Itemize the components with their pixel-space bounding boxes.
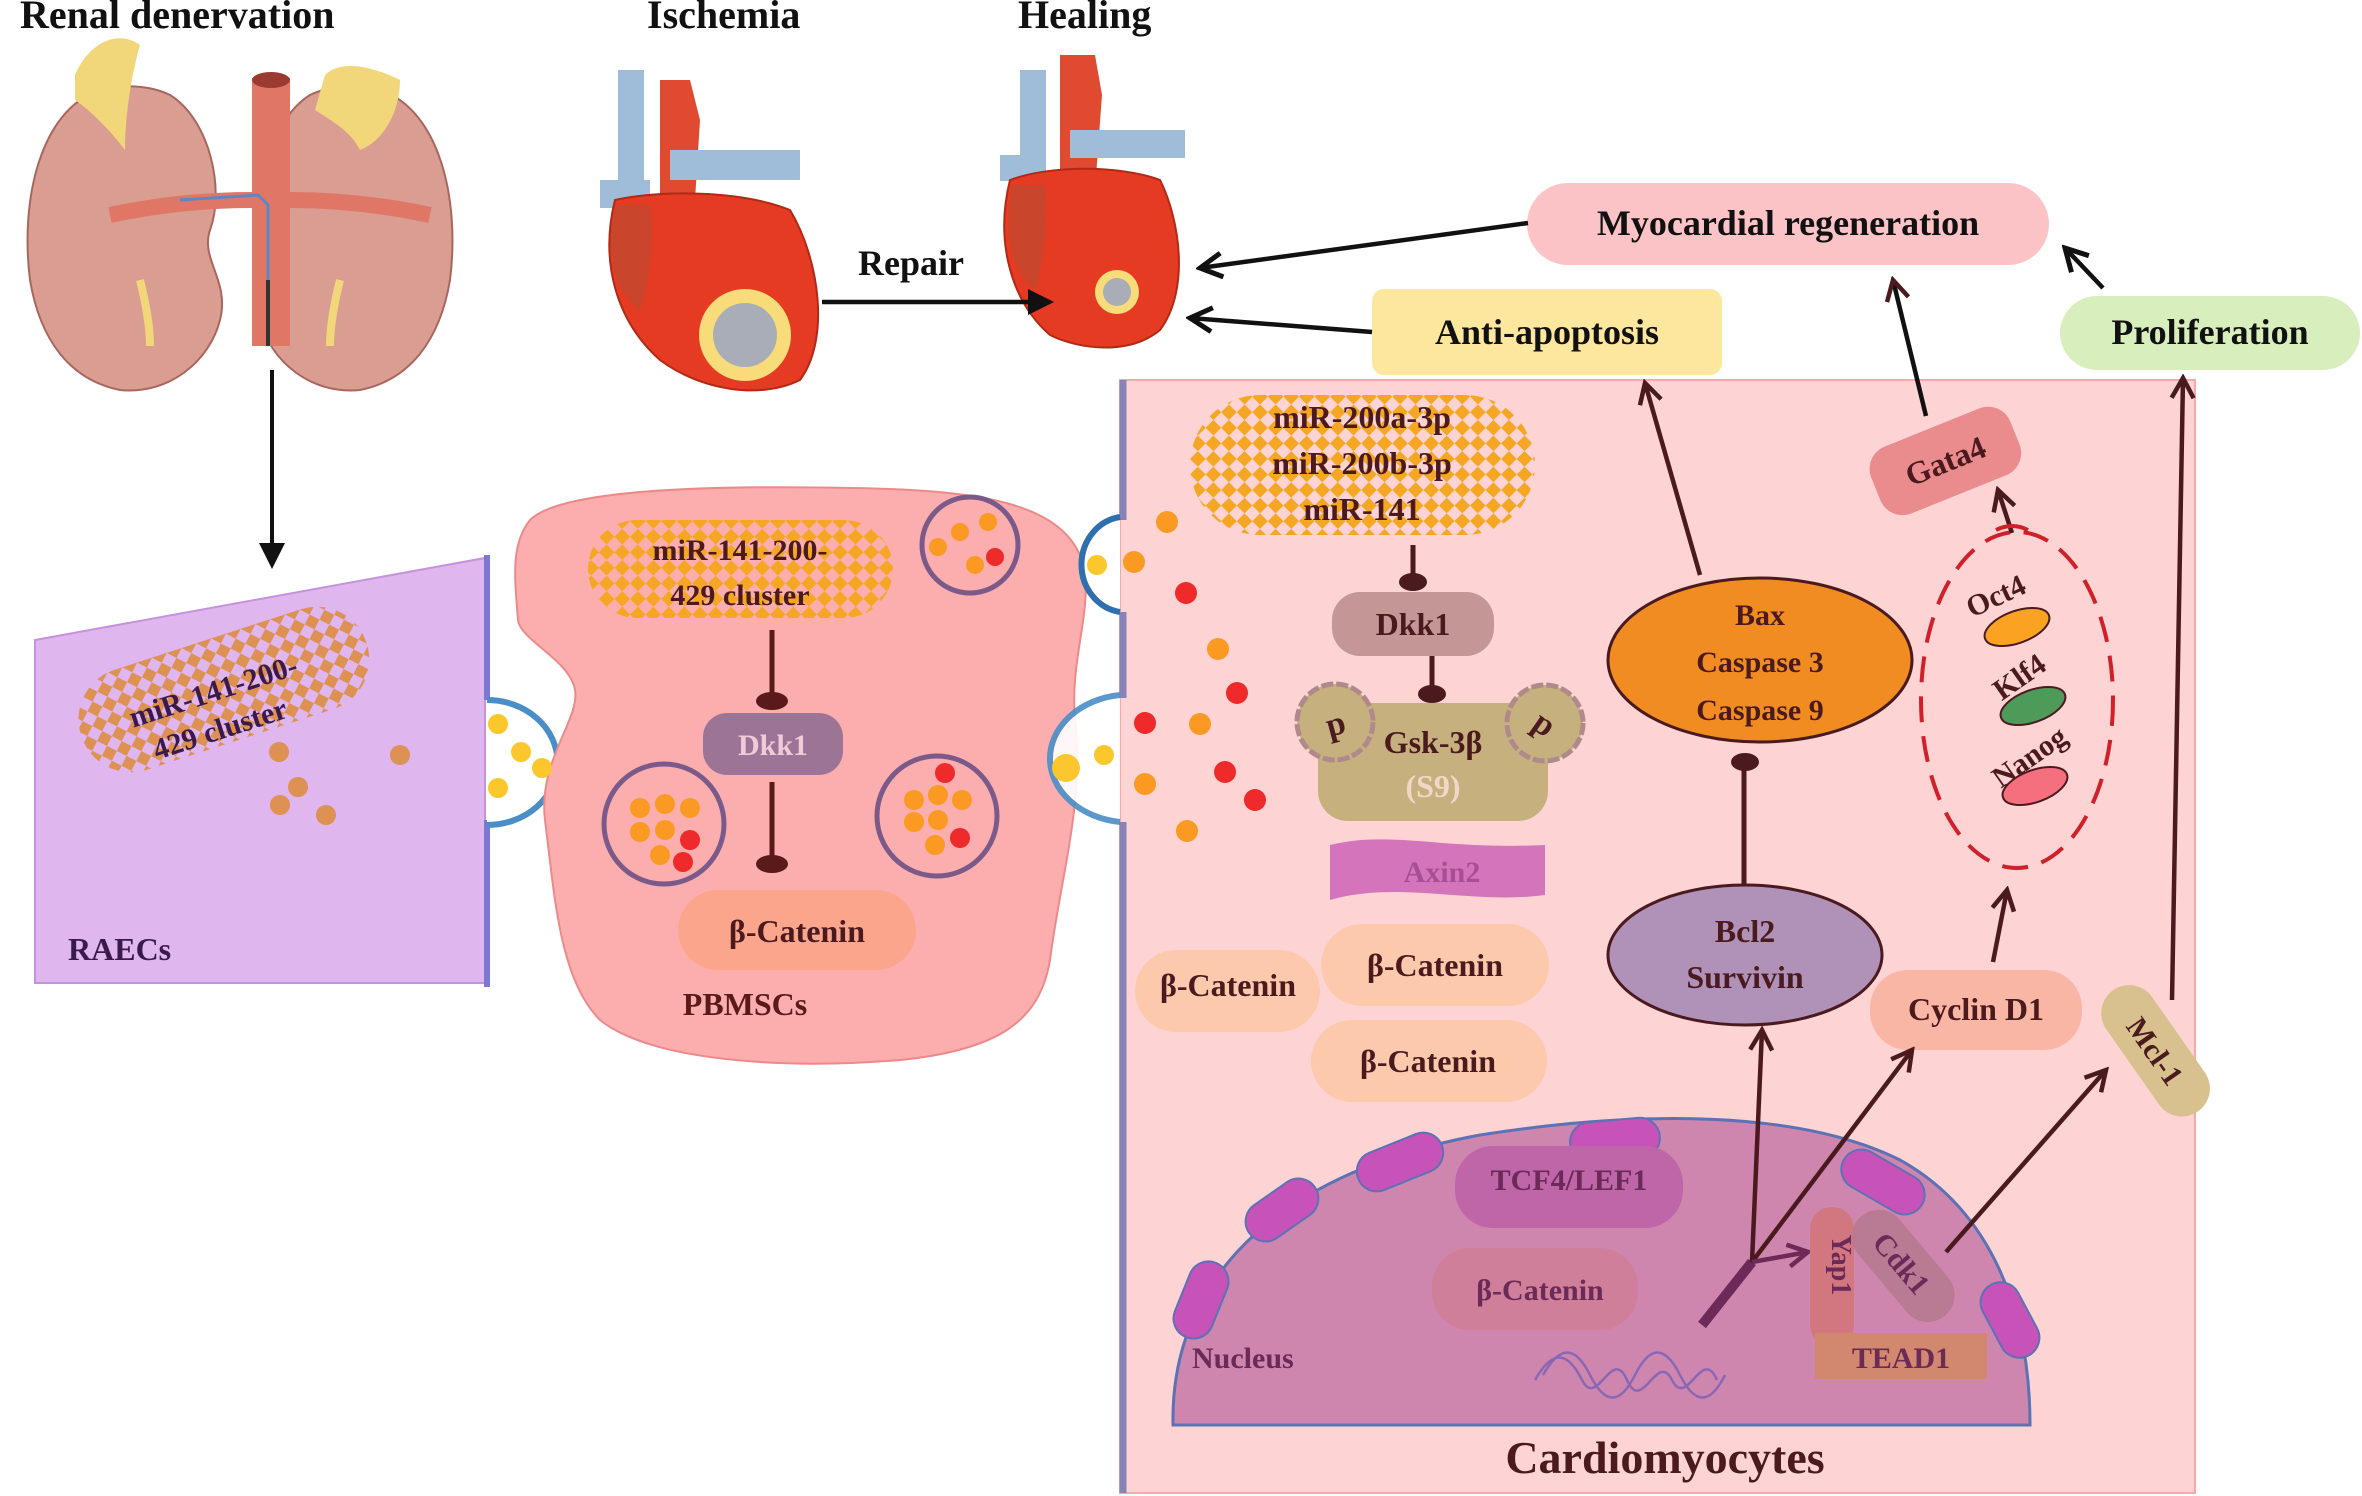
tcf4-lef1-box: TCF4/LEF1 [1455,1146,1683,1228]
svg-text:TEAD1: TEAD1 [1852,1342,1950,1375]
inhibit-head [1731,753,1759,771]
kidney-illustration [26,38,454,392]
nuclear-signal-stem [1698,1258,1756,1329]
raecs-cell [34,555,561,987]
anti-apoptosis-box: Anti-apoptosis [1372,289,1722,375]
arrow-regeneration-to-heart [1200,220,1529,268]
anti-apoptotic-ellipse: Bcl2 Survivin [1606,883,1884,1027]
arrow-to-yap1 [1751,1252,1808,1262]
pluripotency-factors-group: Oct4 Klf4 Nanog [1919,530,2115,870]
gsk3b-box: Gsk-3β (S9) [1318,703,1548,821]
axin2-ribbon: Axin2 [1330,839,1545,900]
nucleus-label: Nucleus [1192,1342,1294,1375]
svg-text:β-Catenin: β-Catenin [1160,967,1296,1003]
arrow-cyclin-to-pluripotency [1993,890,2007,963]
svg-text:(S9): (S9) [1405,768,1460,804]
cardio-mirna-cluster: miR-200a-3p miR-200b-3p miR-141 [1190,395,1535,535]
beta-catenin-cytoplasm: β-Catenin [1321,924,1549,1006]
vesicle [601,761,727,887]
pbmscs-label: PBMSCs [683,986,807,1022]
svg-text:Gsk-3β: Gsk-3β [1384,724,1483,760]
arrow-gata4-to-regeneration [1893,280,1929,417]
arrow-to-cyclin-d1 [1750,1050,1912,1264]
svg-text:Caspase 3: Caspase 3 [1696,646,1824,679]
cyclin-d1-box: Cyclin D1 [1870,970,2082,1050]
svg-text:miR-200b-3p: miR-200b-3p [1272,445,1452,481]
svg-text:β-Catenin: β-Catenin [1476,1274,1604,1307]
svg-text:Cyclin D1: Cyclin D1 [1908,991,2044,1027]
svg-text:Axin2: Axin2 [1404,856,1481,889]
svg-text:Bcl2: Bcl2 [1715,913,1775,949]
inhibit-head [1418,685,1446,703]
beta-catenin-cytoplasm: β-Catenin [1135,950,1320,1032]
phospho-right: p [1504,682,1586,764]
yap1-box: Yap1 [1810,1207,1856,1347]
tead1-box: TEAD1 [1815,1333,1987,1379]
svg-text:Anti-apoptosis: Anti-apoptosis [1435,312,1659,352]
cardiomyocytes-label: Cardiomyocytes [1505,1432,1824,1483]
pro-apoptotic-ellipse: Bax Caspase 3 Caspase 9 [1606,576,1914,744]
arrow-bax-to-anti-apoptosis [1645,383,1703,576]
cardio-dkk1-box: Dkk1 [1332,592,1494,656]
svg-text:Dkk1: Dkk1 [738,729,808,762]
pbmscs-cell [514,486,1087,1065]
arrow-anti-apoptosis-to-heart [1190,318,1373,335]
svg-text:Survivin: Survivin [1686,959,1804,995]
gata4-box: Gata4 [1869,406,2022,516]
dna-helix-icon [1533,1351,1727,1399]
title-renal-denervation: Renal denervation [20,0,334,37]
svg-text:Proliferation: Proliferation [2111,312,2308,352]
svg-text:Myocardial regeneration: Myocardial regeneration [1597,203,1979,243]
pbmscs-beta-catenin-box: β-Catenin [678,890,916,970]
svg-text:Caspase 9: Caspase 9 [1696,694,1824,727]
svg-text:TCF4/LEF1: TCF4/LEF1 [1491,1164,1648,1197]
myocardial-regeneration-box: Myocardial regeneration [1527,183,2049,265]
svg-text:β-Catenin: β-Catenin [1360,1043,1496,1079]
vesicle [919,494,1021,596]
arrow-cdk1-to-mcl1 [1944,1070,2106,1254]
exosome-particles-cardiomyocyte [1052,511,1266,842]
title-healing: Healing [1018,0,1151,37]
pbmscs-dkk1-box: Dkk1 [703,713,843,775]
arrow-proliferation-to-regeneration [2065,248,2105,290]
svg-text:β-Catenin: β-Catenin [729,913,865,949]
repair-label: Repair [858,243,964,283]
vesicle [874,753,1000,879]
heart-ischemia-illustration [600,70,820,392]
inhibit-head [756,855,788,873]
inhibit-head [756,692,788,710]
dashed-ellipse-top-cap [1995,524,2029,532]
svg-text:miR-141: miR-141 [1303,491,1420,527]
beta-catenin-cytoplasm: β-Catenin [1311,1020,1547,1102]
pbmscs-mirna-line1: miR-141-200- [653,534,828,567]
raecs-label: RAECs [68,931,171,967]
phospho-left: p [1294,681,1376,763]
exosome-particles-raecs [269,714,552,825]
proliferation-box: Proliferation [2060,296,2360,370]
arrow-mcl1-to-proliferation [2172,378,2183,1001]
svg-text:Dkk1: Dkk1 [1376,606,1451,642]
svg-text:Yap1: Yap1 [1825,1235,1856,1296]
inhibit-head [1399,573,1427,591]
pbmscs-mirna-line2: 429 cluster [670,579,809,612]
nuclear-beta-catenin-box: β-Catenin [1432,1248,1638,1330]
svg-text:miR-200a-3p: miR-200a-3p [1273,399,1451,435]
arrow-to-bcl2 [1752,1030,1762,1263]
svg-text:Bax: Bax [1735,599,1785,632]
title-ischemia: Ischemia [647,0,800,37]
svg-text:β-Catenin: β-Catenin [1367,947,1503,983]
